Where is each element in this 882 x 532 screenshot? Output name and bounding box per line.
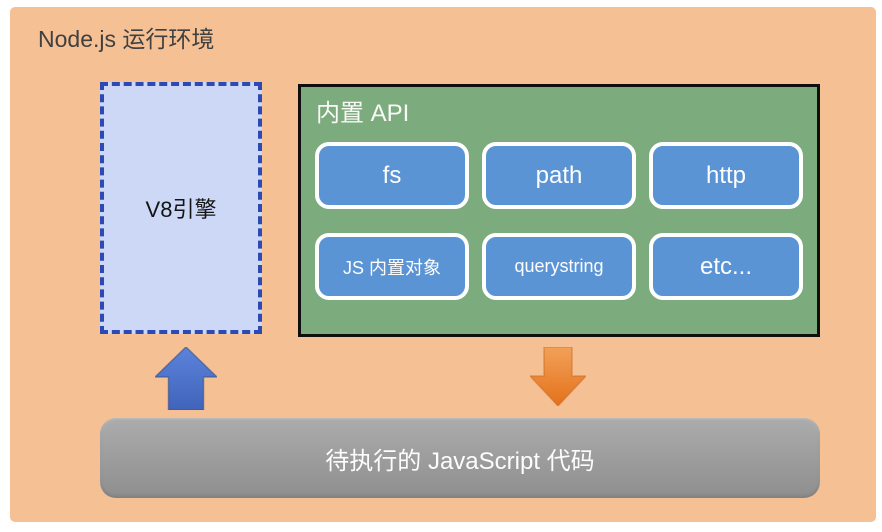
v8-engine-box: V8引擎: [100, 82, 262, 334]
v8-engine-label: V8引擎: [145, 197, 217, 222]
builtin-api-box: 内置 API fs path http JS 内置对象 querystring …: [298, 84, 820, 337]
builtin-api-label: 内置 API: [316, 100, 410, 127]
module-path: path: [482, 142, 636, 209]
nodejs-runtime-container: Node.js 运行环境 V8引擎 内置 API fs path http JS…: [10, 7, 876, 522]
module-http: http: [649, 142, 803, 209]
javascript-code-box: 待执行的 JavaScript 代码: [100, 418, 820, 498]
page-title: Node.js 运行环境: [38, 26, 215, 52]
down-arrow-icon: [530, 347, 586, 406]
module-etc: etc...: [649, 233, 803, 300]
module-js-builtin-objects: JS 内置对象: [315, 233, 469, 300]
module-fs: fs: [315, 142, 469, 209]
javascript-code-label: 待执行的 JavaScript 代码: [325, 447, 595, 475]
module-querystring: querystring: [482, 233, 636, 300]
up-arrow-icon: [155, 347, 217, 410]
api-module-grid: fs path http JS 内置对象 querystring etc...: [315, 142, 803, 300]
